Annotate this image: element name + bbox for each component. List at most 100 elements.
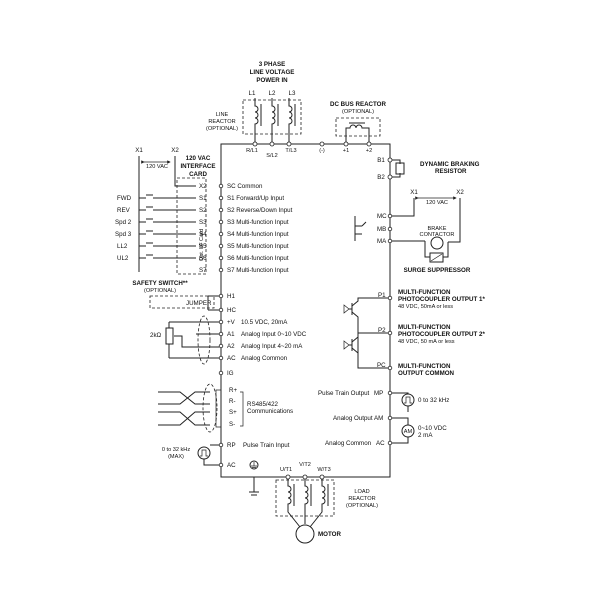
input-left-s6: UL2: [117, 255, 129, 262]
term-r-plus: R+: [229, 387, 237, 394]
input-term-s2: S2: [199, 207, 207, 214]
term-ma: MA: [377, 238, 387, 245]
pot-label: 2kΩ: [150, 332, 162, 339]
input-term-s4: S4: [199, 231, 207, 238]
power-in-label-3: POWER IN: [256, 77, 288, 84]
load-reactor-label-2: REACTOR: [348, 496, 375, 502]
drive-box: [220, 143, 391, 478]
input-desc-s6: S6 Multi-function Input: [227, 255, 289, 262]
term-u: U/T1: [280, 467, 292, 473]
term-rp-desc: Pulse Train Input: [243, 442, 290, 449]
terminal-b1: B1: [377, 157, 385, 164]
term-ac-desc: Analog Common: [241, 355, 288, 362]
term-a1-desc: Analog Input 0~10 VDC: [241, 331, 307, 338]
term-v: +V: [227, 319, 236, 326]
card-label-3: CARD: [189, 171, 207, 178]
braking-resistor: [395, 162, 405, 175]
load-reactor-coils: [287, 479, 329, 528]
relay-vac: 120 VAC: [426, 200, 448, 206]
input-left-s5: LL2: [117, 243, 128, 250]
input-rows: X2 SC Common FWD S1 S1 Forward/Up Input …: [115, 183, 293, 274]
input-left-s2: REV: [117, 207, 131, 214]
terminal-sl2: S/L2: [266, 153, 278, 159]
pulse-out-term: MP: [374, 390, 383, 397]
input-left-s1: FWD: [117, 195, 132, 202]
safety-label-2: (OPTIONAL): [144, 288, 176, 294]
photo2-label-2: PHOTOCOUPLER OUTPUT 2*: [398, 331, 485, 338]
input-left-s4: Spd 3: [115, 231, 132, 238]
photo1-label-2: PHOTOCOUPLER OUTPUT 1*: [398, 296, 485, 303]
term-pc: PC: [377, 362, 386, 369]
surge-label: SURGE SUPPRESSOR: [404, 267, 471, 274]
braking-label-1: DYNAMIC BRAKING: [420, 161, 480, 168]
term-v: V/T2: [299, 462, 311, 468]
jumper-label: JUMPER: [186, 300, 212, 307]
input-left-s3: Spd 2: [115, 219, 132, 226]
terminal-plus2: +2: [366, 148, 372, 154]
card-label-1: 120 VAC: [186, 155, 211, 162]
pulse-out-desc: Pulse Train Output: [318, 390, 370, 397]
term-r-minus: R-: [229, 398, 236, 405]
interface-card-box: [176, 177, 207, 275]
term-a2: A2: [227, 343, 235, 350]
term-ig: IG: [227, 370, 234, 377]
dc-reactor-box: [335, 117, 381, 137]
dc-reactor-label-1: DC BUS REACTOR: [330, 101, 386, 108]
braking-label-2: RESISTOR: [435, 168, 467, 175]
input-desc-s3: S3 Multi-function Input: [227, 219, 289, 226]
pulse-out-icon: [401, 393, 415, 407]
input-term-s1: S1: [199, 195, 207, 202]
term-w: W/T3: [317, 467, 330, 473]
analog-out-desc: Analog Output: [333, 415, 373, 422]
input-term-s5: S5: [199, 243, 207, 250]
term-p1: P1: [378, 292, 386, 299]
terminal-h1: H1: [227, 293, 235, 300]
input-desc-s4: S4 Multi-function Input: [227, 231, 289, 238]
l2-label: L2: [269, 90, 276, 97]
photo-common-label-1: MULTI-FUNCTION: [398, 363, 451, 370]
photocoupler-2-icon: [343, 332, 388, 354]
term-p2: P2: [378, 327, 386, 334]
input-desc-s5: S5 Multi-function Input: [227, 243, 289, 250]
analog-out-range-1: 0~10 VDC: [418, 425, 447, 432]
input-desc-x2: SC Common: [227, 183, 263, 190]
terminal-plus1: +1: [343, 148, 349, 154]
load-reactor-label-1: LOAD: [354, 489, 369, 495]
power-in-label-2: LINE VOLTAGE: [250, 69, 295, 76]
line-reactor-coils: [254, 98, 296, 146]
terminal-rl1: R/L1: [246, 148, 258, 154]
input-term-x2: X2: [199, 183, 207, 190]
photo2-label-1: MULTI-FUNCTION: [398, 324, 451, 331]
term-rp: RP: [227, 442, 236, 449]
power-in-label-1: 3 PHASE: [259, 61, 285, 68]
terminal-hc: HC: [227, 307, 236, 314]
term-ac: AC: [227, 355, 236, 362]
safety-label-1: SAFETY SWITCH**: [132, 280, 188, 287]
pulse-in-label-2: (MAX): [168, 454, 184, 460]
line-reactor-label-2: REACTOR: [208, 119, 235, 125]
terminal-tl3: T/L3: [285, 148, 296, 154]
line-reactor-label-3: (OPTIONAL): [206, 126, 238, 132]
relay-x1: X1: [410, 189, 418, 196]
terminal-minus: (-): [319, 148, 325, 154]
photo1-label-3: 48 VDC, 50mA or less: [398, 304, 453, 310]
input-term-s7: S7: [199, 267, 207, 274]
motor-icon: [295, 524, 315, 544]
input-desc-s1: S1 Forward/Up Input: [227, 195, 284, 202]
card-label-2: INTERFACE: [180, 163, 215, 170]
x1-label: X1: [135, 147, 143, 154]
input-term-s6: S6: [199, 255, 207, 262]
term-a1: A1: [227, 331, 235, 338]
term-mb: MB: [377, 226, 386, 233]
pulse-out-range: 0 to 32 kHz: [418, 397, 449, 404]
l1-label: L1: [249, 90, 256, 97]
term-s-plus: S+: [229, 409, 237, 416]
motor-label: MOTOR: [318, 531, 341, 538]
photocoupler-1-icon: [343, 297, 388, 369]
analog-out-term: AM: [374, 415, 383, 422]
pulse-in-label-1: 0 to 32 kHz: [162, 447, 190, 453]
term-v-desc: 10.5 VDC, 20mA: [241, 319, 288, 326]
x2-label: X2: [171, 147, 179, 154]
photo2-label-3: 48 VDC, 50 mA or less: [398, 339, 455, 345]
